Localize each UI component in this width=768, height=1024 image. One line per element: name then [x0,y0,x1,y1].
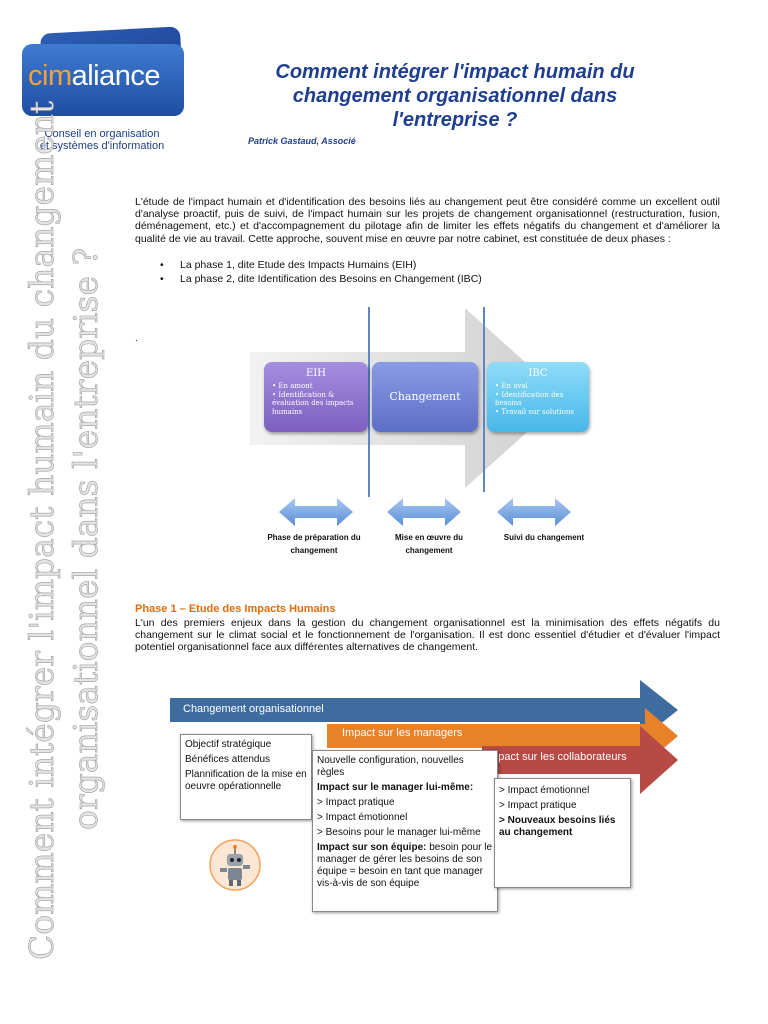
band-label-collaborators: Impact sur les collaborateurs [486,751,627,763]
collaborators-box: > Impact émotionnel > Impact pratique > … [494,778,631,888]
list-item: Objectif stratégique [185,739,307,751]
double-arrows [275,496,585,528]
vertical-title-line-1: Comment intégrer l'impact humain du chan… [22,101,61,960]
managers-self-heading: Impact sur le manager lui-même: [317,782,493,794]
eih-item: Identification & évaluation des impacts … [272,391,368,417]
intro-paragraph: L'étude de l'impact humain et d'identifi… [135,196,720,245]
band-label-change: Changement organisationnel [183,703,324,715]
phase1-heading: Phase 1 – Etude des Impacts Humains [135,603,336,615]
page-title: Comment intégrer l'impact humain du chan… [240,60,670,132]
author: Patrick Gastaud, Associé [248,136,356,146]
managers-box: Nouvelle configuration, nouvelles règles… [312,750,498,912]
list-item: > Impact pratique [499,800,626,812]
divider-line-2 [483,307,485,492]
ibc-box: IBC En aval Identification des besoins T… [487,362,589,432]
list-item: La phase 2, dite Identification des Beso… [160,272,482,286]
eih-title: EIH [264,368,368,379]
eih-box: EIH En amont Identification & évaluation… [264,362,368,432]
managers-team-heading: Impact sur son équipe: [317,842,426,853]
ibc-title: IBC [487,368,589,379]
list-item: > Impact pratique [317,797,493,809]
phase1-paragraph: L'un des premiers enjeux dans la gestion… [135,617,720,654]
ibc-item: Travail sur solutions [495,408,589,417]
logo-text-part1: cim [28,60,72,92]
list-item: > Besoins pour le manager lui-même [317,827,493,839]
eih-item: En amont [272,382,368,391]
change-box: Changement [372,362,478,432]
phase-diagram: EIH En amont Identification & évaluation… [250,300,610,500]
list-item: La phase 1, dite Etude des Impacts Humai… [160,258,482,272]
list-item: Bénéfices attendus [185,754,307,766]
caption-followup: Suivi du changement [494,531,594,544]
double-arrow-icon [387,498,461,526]
title-line-3: l'entreprise ? [240,108,670,132]
caption-implementation: Mise en œuvre du changement [379,531,479,557]
phase-list: La phase 1, dite Etude des Impacts Humai… [160,258,482,286]
band-label-managers: Impact sur les managers [342,727,462,739]
ibc-item: En aval [495,382,589,391]
list-item: Nouvelle configuration, nouvelles règles [317,755,493,779]
ibc-item: Identification des besoins [495,391,589,408]
list-item: Plannification de la mise en oeuvre opér… [185,769,307,793]
list-item: > Impact émotionnel [317,812,493,824]
stray-dot: . [135,333,138,344]
change-title: Changement [372,390,478,403]
double-arrow-icon [279,498,353,526]
logo-text-part2: aliance [72,60,160,92]
vertical-title-line-2: organisationnel dans l'entreprise ? [66,248,105,830]
strategy-box: Objectif stratégique Bénéfices attendus … [180,734,312,820]
robot-mascot-icon [206,838,266,892]
title-line-1: Comment intégrer l'impact humain du [240,60,670,84]
list-item: > Impact émotionnel [499,785,626,797]
caption-preparation: Phase de préparation du changement [264,531,364,557]
list-item: > Nouveaux besoins liés au changement [499,815,626,839]
title-line-2: changement organisationnel dans [240,84,670,108]
double-arrow-icon [497,498,571,526]
divider-line-1 [368,307,370,497]
vertical-title: Comment intégrer l'impact humain du chan… [0,185,110,965]
